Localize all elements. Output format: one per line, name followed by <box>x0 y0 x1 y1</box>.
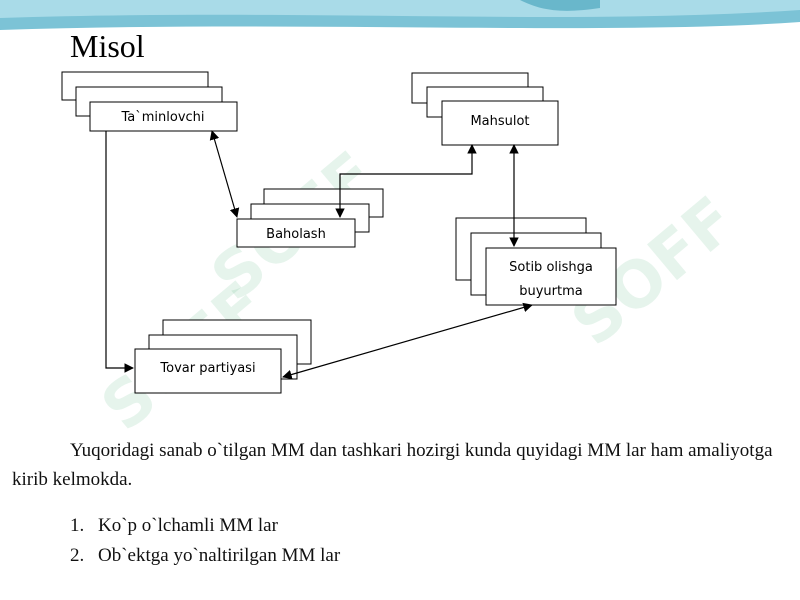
node-purchase-order-label-2: buyurtma <box>519 284 583 299</box>
edge-supplier-evaluation <box>209 130 240 218</box>
body-paragraph: Yuqoridagi sanab o`tilgan MM dan tashkar… <box>12 436 787 494</box>
list-item-text: Ob`ektga yo`naltirilgan MM lar <box>98 545 341 566</box>
node-purchase-order-label-1: Sotib olishga <box>509 260 593 275</box>
edge-order-batch <box>282 302 533 380</box>
node-supplier-label: Ta`minlovchi <box>120 110 204 125</box>
node-product-label: Mahsulot <box>470 114 529 129</box>
node-supplier: Ta`minlovchi <box>61 71 238 132</box>
node-purchase-order: Sotib olishga buyurtma <box>455 217 617 306</box>
list-item-text: Ko`p o`lchamli MM lar <box>98 515 278 536</box>
body-paragraph-text: Yuqoridagi sanab o`tilgan MM dan tashkar… <box>12 440 773 490</box>
node-product: Mahsulot <box>411 72 559 146</box>
list-item-number: 2. <box>70 545 85 566</box>
edge-supplier-batch <box>105 131 134 373</box>
node-goods-batch: Tovar partiyasi <box>134 319 312 394</box>
list-item: 2. Ob`ektga yo`naltirilgan MM lar <box>70 541 340 571</box>
node-goods-batch-label: Tovar partiyasi <box>159 361 255 376</box>
model-list: 1. Ko`p o`lchamli MM lar 2. Ob`ektga yo`na… <box>70 511 340 571</box>
node-evaluation-label: Baholash <box>266 227 326 242</box>
slide-title: Misol <box>70 28 145 64</box>
list-item-number: 1. <box>70 515 85 536</box>
edge-product-evaluation <box>335 144 477 218</box>
list-item: 1. Ko`p o`lchamli MM lar <box>70 511 340 541</box>
node-evaluation: Baholash <box>236 188 384 248</box>
data-model-diagram: Ta`minlovchi Mahsulot Baholash Sotib oli… <box>61 71 617 394</box>
header-decoration <box>0 0 800 30</box>
